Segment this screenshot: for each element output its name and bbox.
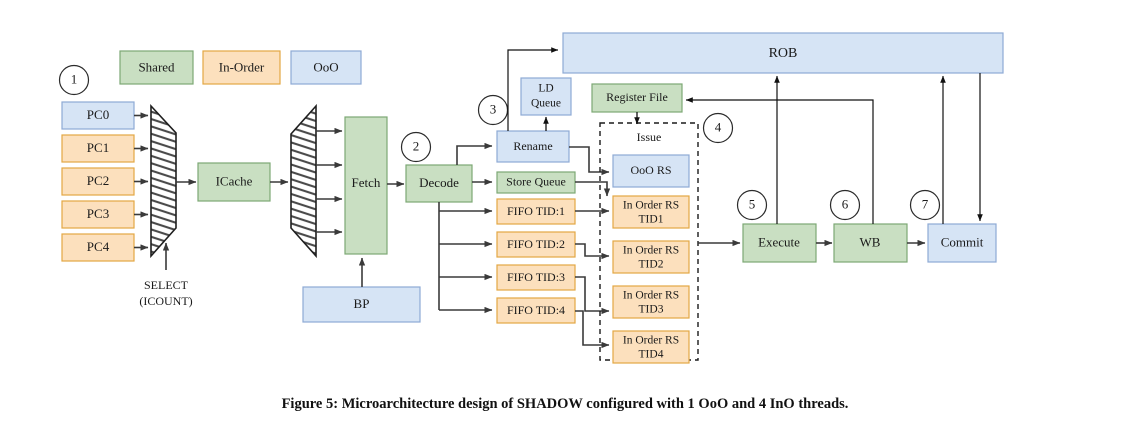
fifo-label-1: FIFO TID:2 <box>507 237 565 251</box>
storequeue-to-issue-arrow <box>575 181 611 197</box>
demux-to-fetch-arrows <box>316 127 343 236</box>
stage-number-2-label: 2 <box>413 138 420 153</box>
ldqueue-label-line2: Queue <box>531 98 561 110</box>
legend-label-ooo: OoO <box>313 59 338 74</box>
inorder-rs-label-2-line2: TID3 <box>639 304 664 316</box>
storequeue-label: Store Queue <box>506 174 566 188</box>
inorder-rs-label-0-line2: TID1 <box>639 214 664 226</box>
inorder-rs-label-2-line1: In Order RS <box>623 290 679 302</box>
pc-stack: PC0 PC1 PC2 PC3 PC4 <box>61 101 135 262</box>
issue-inorder-rs-1[interactable]: In Order RS TID2 <box>612 240 690 274</box>
stage-number-1-label: 1 <box>71 71 78 86</box>
select-label-line1: SELECT <box>144 278 189 292</box>
rob-label: ROB <box>769 46 798 61</box>
pc-label-1: PC1 <box>87 140 109 155</box>
decode-label: Decode <box>419 175 459 190</box>
stage-number-2: 2 <box>400 131 432 163</box>
issue-region: Issue OoO RS In Order RS TID1 In Order R… <box>599 122 699 364</box>
icache-label: ICache <box>216 173 253 188</box>
legend-item-shared: Shared <box>119 50 194 85</box>
pc-to-mux-arrows <box>134 112 149 251</box>
rename-label: Rename <box>513 139 552 153</box>
legend: Shared In-Order OoO <box>119 50 362 85</box>
fifo-box-3[interactable]: FIFO TID:4 <box>496 297 576 324</box>
stage-number-6: 6 <box>829 189 861 221</box>
decode-to-fifo-arrows <box>439 207 493 314</box>
fifo-box-0[interactable]: FIFO TID:1 <box>496 198 576 225</box>
block-rob[interactable]: ROB <box>562 32 1004 74</box>
pc-box-0[interactable]: PC0 <box>61 101 135 130</box>
fifo-list: FIFO TID:1 FIFO TID:2 FIFO TID:3 FIFO TI… <box>496 198 576 324</box>
inorder-rs-label-1-line2: TID2 <box>639 259 664 271</box>
issue-inorder-rs-2[interactable]: In Order RS TID3 <box>612 285 690 319</box>
issue-inorder-rs-0[interactable]: In Order RS TID1 <box>612 195 690 229</box>
inorder-rs-label-3-line2: TID4 <box>639 349 664 361</box>
select-label: SELECT (ICOUNT) <box>139 278 192 308</box>
select-mux <box>150 103 177 259</box>
fetch-demux <box>290 103 317 259</box>
ldqueue-label-line1: LD <box>538 83 553 95</box>
register-file-label: Register File <box>606 90 668 104</box>
stage-number-7: 7 <box>909 189 941 221</box>
legend-item-ooo: OoO <box>290 50 362 85</box>
pc-label-4: PC4 <box>87 239 110 254</box>
legend-item-inorder: In-Order <box>202 50 281 85</box>
issue-title: Issue <box>637 130 662 144</box>
fifo-label-3: FIFO TID:4 <box>507 303 565 317</box>
block-bp[interactable]: BP <box>302 286 421 323</box>
pc-label-0: PC0 <box>87 107 109 122</box>
execute-label: Execute <box>758 234 800 249</box>
issue-inorder-rs-3[interactable]: In Order RS TID4 <box>612 330 690 364</box>
fifo-box-1[interactable]: FIFO TID:2 <box>496 231 576 258</box>
wb-to-registerfile-arrow <box>685 97 874 224</box>
fetch-label: Fetch <box>352 175 381 190</box>
commit-label: Commit <box>941 234 984 249</box>
issue-ooo-rs[interactable]: OoO RS <box>612 154 690 188</box>
microarchitecture-diagram: Shared In-Order OoO 1 2 3 4 5 6 7 <box>58 32 1004 364</box>
stage-number-7-label: 7 <box>922 196 929 211</box>
ooo-rs-label: OoO RS <box>630 163 671 177</box>
inorder-rs-label-0-line1: In Order RS <box>623 200 679 212</box>
pc-box-3[interactable]: PC3 <box>61 200 135 229</box>
pc-box-4[interactable]: PC4 <box>61 233 135 262</box>
block-store-queue[interactable]: Store Queue <box>496 171 576 194</box>
block-register-file[interactable]: Register File <box>591 83 683 113</box>
figure-caption: Figure 5: Microarchitecture design of SH… <box>281 396 849 412</box>
block-execute[interactable]: Execute <box>742 223 817 263</box>
block-wb[interactable]: WB <box>833 223 908 263</box>
stage-number-4-label: 4 <box>715 119 722 134</box>
rename-to-ooors-arrow <box>569 146 610 176</box>
block-icache[interactable]: ICache <box>197 162 271 202</box>
inorder-rs-label-3-line1: In Order RS <box>623 335 679 347</box>
pc-label-2: PC2 <box>87 173 109 188</box>
stage-number-3: 3 <box>477 94 509 126</box>
stage-number-1: 1 <box>58 64 90 96</box>
legend-label-inorder: In-Order <box>219 59 265 74</box>
fifo-label-2: FIFO TID:3 <box>507 270 565 284</box>
pc-label-3: PC3 <box>87 206 109 221</box>
stage-number-5-label: 5 <box>749 196 756 211</box>
stage-number-3-label: 3 <box>490 101 497 116</box>
pc-box-2[interactable]: PC2 <box>61 167 135 196</box>
stage-number-5: 5 <box>736 189 768 221</box>
decode-to-rename-arrow <box>456 142 493 165</box>
inorder-rs-label-1-line1: In Order RS <box>623 245 679 257</box>
wb-label: WB <box>860 234 881 249</box>
block-fetch[interactable]: Fetch <box>344 116 388 255</box>
block-decode[interactable]: Decode <box>405 164 473 203</box>
fifo-label-0: FIFO TID:1 <box>507 204 565 218</box>
block-ld-queue[interactable]: LD Queue <box>520 77 572 116</box>
bp-label: BP <box>354 296 370 311</box>
stage-number-4: 4 <box>702 112 734 144</box>
rename-to-rob-arrow <box>507 47 559 131</box>
block-commit[interactable]: Commit <box>927 223 997 263</box>
pc-box-1[interactable]: PC1 <box>61 134 135 163</box>
fifo-box-2[interactable]: FIFO TID:3 <box>496 264 576 291</box>
stage-number-6-label: 6 <box>842 196 849 211</box>
legend-label-shared: Shared <box>138 59 175 74</box>
select-label-line2: (ICOUNT) <box>139 294 192 308</box>
fifo-to-inorder-arrows <box>575 207 610 349</box>
block-rename[interactable]: Rename <box>496 130 570 163</box>
